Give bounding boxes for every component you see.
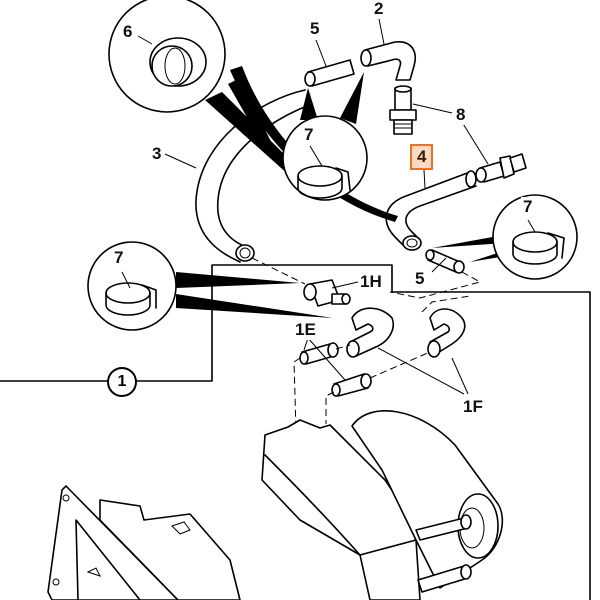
callout-1e: 1E [293,320,318,340]
detail-circle-clip-right [492,194,578,280]
callout-7-top: 7 [302,125,316,145]
fitting-8-horizontal [475,153,527,183]
pointer-6-to-hose-3 [228,78,275,154]
pointer-7c-lower [176,294,333,318]
dash-1e-lower [369,351,431,379]
detail-circle-grommet [108,0,226,113]
detail-pointers [176,66,530,318]
tee-1h [303,279,351,307]
pipe-1e-lower [331,373,372,397]
dash-hose3-to-tee [251,257,306,285]
detail-circle-clip-top [282,115,368,201]
hose-4 [385,170,477,251]
leader-5-top [315,39,327,67]
pointer-6-to-hose [205,92,300,176]
callout-7-left: 7 [112,248,126,268]
leader-1e-a [303,337,309,351]
leader-1h [331,281,359,289]
dash-1f-to-frame [421,295,471,313]
leader-1f-a [377,347,465,395]
elbow-1f-right [427,308,466,358]
fitting-8-vertical [389,85,417,135]
callout-5-lower: 5 [413,269,427,289]
leader-1e-b [307,337,346,381]
pipe-5-lower [425,249,465,274]
callout-2: 2 [372,0,386,19]
pointer-7a-left [300,88,318,120]
elbow-1f-left [346,307,394,358]
dash-1e-pipes [335,344,351,350]
callout-1: 1 [107,367,137,397]
callout-7-right: 7 [521,197,535,217]
heater-unit [261,410,504,600]
elbow-2 [360,41,416,81]
leader-5-lower [431,257,447,273]
leader-1f-b [451,357,469,395]
callout-1h: 1H [358,272,384,292]
leader-3 [164,153,197,169]
dash-1e-down-a [293,357,301,431]
callout-3: 3 [150,144,164,164]
assembly-1-frame [0,264,591,600]
pointer-6-long-curve [230,66,398,222]
leader-8-a [412,103,453,114]
hose-3 [195,89,313,263]
dash-1e-down-b [325,391,335,424]
callout-8: 8 [454,105,468,125]
callout-4: 4 [410,144,434,170]
leader-2 [377,13,385,45]
pipe-1e-upper [299,342,339,365]
callout-6: 6 [121,22,135,42]
leader-4 [423,169,426,189]
leader-8-b [461,121,489,165]
callout-5-top: 5 [308,19,322,39]
pointer-7c-upper [176,272,300,288]
pointer-7a-right [340,72,364,124]
detail-circle-clip-left [87,241,177,331]
dash-5-to-frame [389,271,482,299]
callout-1f: 1F [461,397,485,417]
pipe-5-top [304,59,355,87]
mounting-bracket [47,485,241,600]
